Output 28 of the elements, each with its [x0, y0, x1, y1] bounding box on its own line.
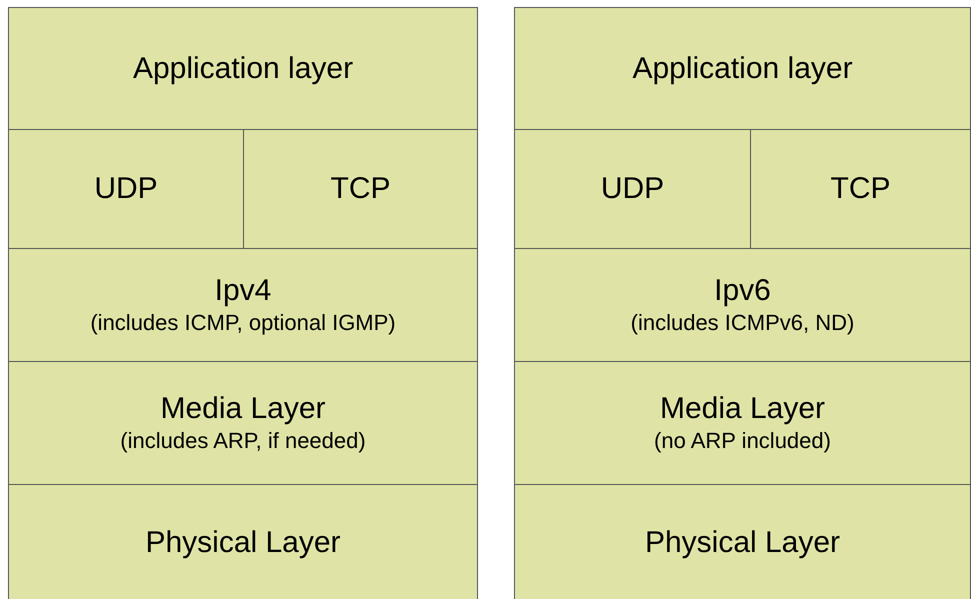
layer-name: Media Layer	[660, 391, 826, 427]
layer-name: Application layer	[632, 50, 853, 86]
layer-box	[8, 7, 478, 130]
layer-box	[514, 484, 971, 599]
layer-name: Application layer	[132, 50, 354, 86]
layer-name: UDP	[600, 171, 664, 207]
layer-box	[514, 7, 971, 130]
layer-note: (includes ARP, if needed)	[120, 427, 366, 455]
layer-name: TCP	[330, 171, 390, 207]
layer-box	[8, 484, 478, 599]
layer-box	[514, 129, 751, 249]
layer-box	[243, 129, 478, 249]
layer-box	[8, 361, 478, 485]
layer-box	[514, 248, 971, 362]
layer-name: UDP	[94, 171, 158, 207]
layer-box	[8, 129, 244, 249]
layer-name: Physical Layer	[644, 525, 840, 561]
layer-box	[514, 361, 971, 485]
layer-name: TCP	[830, 171, 890, 207]
layer-name: Media Layer	[160, 391, 326, 427]
layer-note: (includes ICMP, optional IGMP)	[90, 309, 396, 337]
layer-note: (includes ICMPv6, ND)	[630, 309, 854, 337]
layer-name: Ipv6	[714, 273, 771, 309]
layer-name: Physical Layer	[145, 525, 341, 561]
layer-box	[8, 248, 478, 362]
layer-box	[750, 129, 971, 249]
layer-name: Ipv4	[214, 273, 272, 309]
layer-note: (no ARP included)	[654, 427, 831, 455]
